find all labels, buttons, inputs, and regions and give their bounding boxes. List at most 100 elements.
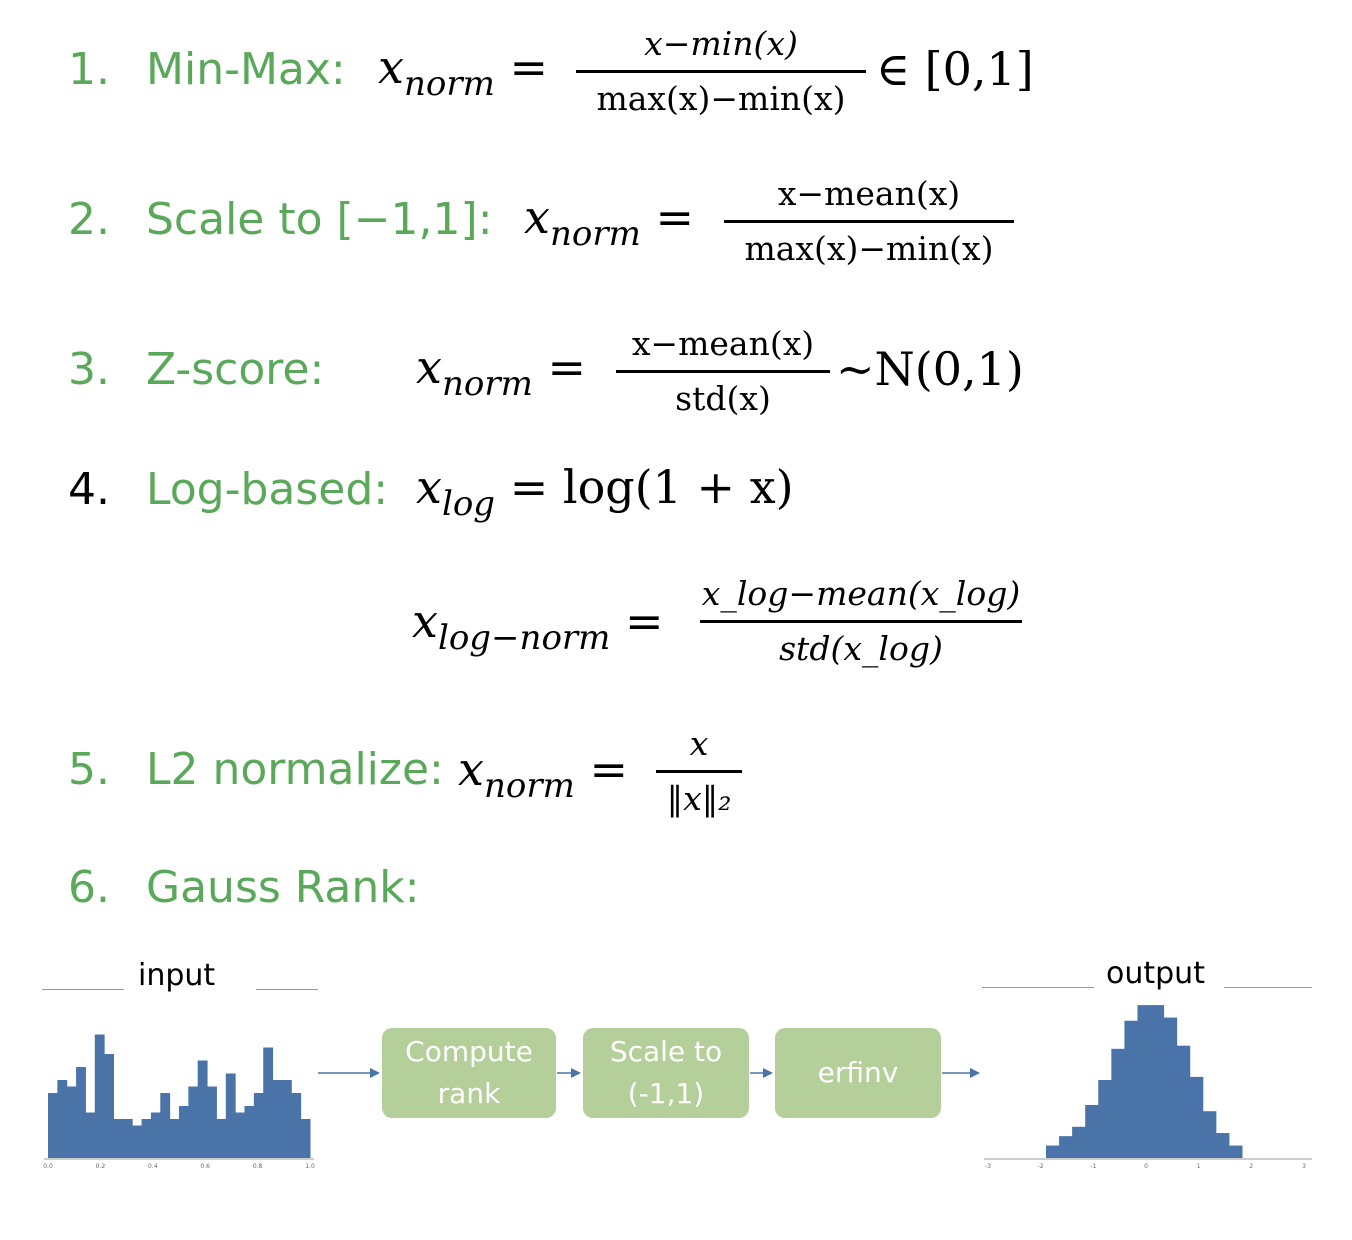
- input-hist-bar: [244, 1106, 255, 1158]
- step-label: erfinv: [817, 1056, 899, 1089]
- formula-lhs: xlog = log(1 + x): [416, 460, 794, 524]
- output-hist-bar: [1150, 1005, 1165, 1158]
- input-hist-bar: [132, 1125, 143, 1158]
- output-tick-label: -3: [985, 1163, 991, 1170]
- input-hist-bar: [188, 1086, 199, 1158]
- item-number: 1.: [68, 44, 110, 95]
- formula-fraction: x−min(x) max(x)−min(x): [576, 22, 866, 121]
- output-hist-bar: [1137, 1005, 1152, 1158]
- step-scale: Scale to(-1,1): [583, 1028, 749, 1118]
- diagram-graphics: 0.0 0.2 0.4 0.6 0.8 1.0 -3 -2 -1 0 1 2 3: [43, 1005, 1312, 1170]
- output-label: output: [1106, 956, 1205, 991]
- input-hist-bar: [122, 1119, 133, 1158]
- output-hist-bar: [1215, 1133, 1230, 1158]
- item-number: 5.: [68, 744, 110, 795]
- formula-row-minmax: 1. Min-Max: xnorm = x−min(x) max(x)−min(…: [0, 24, 1100, 130]
- item-label: Gauss Rank:: [146, 862, 420, 913]
- item-label: Log-based:: [146, 464, 389, 515]
- input-tick-label: 0.6: [200, 1163, 210, 1170]
- output-tick-label: 3: [1302, 1163, 1306, 1170]
- input-tick-label: 0.0: [43, 1163, 53, 1170]
- item-label: Z-score:: [146, 344, 325, 395]
- formula-lhs: xnorm =: [378, 40, 548, 104]
- input-hist-bar: [179, 1106, 189, 1158]
- input-hist-bar: [207, 1086, 217, 1158]
- formula-row-lognorm: xlog−norm = x_log−mean(x_log) std(x_log): [0, 574, 1100, 680]
- input-hist-bar: [150, 1112, 161, 1158]
- item-label: Scale to [−1,1]:: [146, 194, 493, 245]
- formula-row-zscore: 3. Z-score: xnorm = x−mean(x) std(x) ~N(…: [0, 324, 1100, 430]
- input-hist-bar: [281, 1080, 292, 1158]
- formula-row-l2: 5. L2 normalize: xnorm = x ‖x‖₂: [0, 724, 1100, 830]
- item-number: 6.: [68, 862, 110, 913]
- input-rule-left: [42, 989, 124, 990]
- input-tick-label: 0.8: [253, 1163, 263, 1170]
- output-tick-label: -2: [1038, 1163, 1044, 1170]
- output-hist-bar: [1072, 1126, 1086, 1158]
- item-number: 4.: [68, 464, 110, 515]
- input-tick-label: 0.2: [96, 1163, 106, 1170]
- output-hist-bar: [1111, 1048, 1125, 1158]
- input-hist-bar: [85, 1112, 96, 1158]
- input-hist-bar: [66, 1086, 77, 1158]
- formula-lhs: xnorm =: [458, 742, 628, 806]
- input-hist-bar: [169, 1119, 180, 1158]
- flow-arrow-head: [970, 1068, 980, 1078]
- input-hist-bar: [48, 1093, 58, 1158]
- output-rule-right: [1224, 987, 1312, 988]
- formula-lhs: xlog−norm =: [412, 594, 664, 658]
- formula-fraction: x_log−mean(x_log) std(x_log): [700, 574, 1022, 668]
- input-hist-bar: [141, 1119, 152, 1158]
- step-label: Scale to(-1,1): [609, 1035, 723, 1110]
- output-hist-bar: [1163, 1017, 1178, 1158]
- item-label: L2 normalize:: [146, 744, 444, 795]
- flow-arrow-head: [763, 1068, 773, 1078]
- input-hist-bar: [235, 1112, 245, 1158]
- output-hist-bar: [1202, 1111, 1217, 1158]
- input-rule-right: [256, 989, 318, 990]
- input-label: input: [138, 958, 216, 993]
- input-hist-bar: [104, 1054, 114, 1158]
- formula-lhs: xnorm =: [416, 340, 586, 404]
- output-tick-label: 2: [1249, 1163, 1253, 1170]
- output-rule-left: [982, 987, 1094, 988]
- output-tick-label: -1: [1090, 1163, 1096, 1170]
- input-hist-bar: [197, 1060, 208, 1158]
- output-hist-bar: [1228, 1145, 1243, 1158]
- formula-lhs: xnorm =: [524, 190, 694, 254]
- input-hist-bar: [225, 1073, 236, 1158]
- formula-row-log: 4. Log-based: xlog = log(1 + x): [0, 450, 1100, 550]
- gauss-rank-diagram: input output 0.0 0.2 0.4 0.6 0.8 1.0 -3 -2 -1 0 1 2…: [0, 950, 1352, 1190]
- input-hist-bar: [216, 1119, 227, 1158]
- output-tick-label: 0: [1144, 1163, 1148, 1170]
- formula-fraction: x−mean(x) max(x)−min(x): [724, 172, 1014, 271]
- input-tick-label: 0.4: [148, 1163, 158, 1170]
- input-hist-bar: [300, 1119, 311, 1158]
- formula-fraction: x−mean(x) std(x): [616, 322, 830, 421]
- item-label: Min-Max:: [146, 44, 346, 95]
- input-hist-bar: [94, 1034, 105, 1158]
- formula-tail: ∈ [0,1]: [876, 42, 1034, 96]
- formula-row-gaussrank: 6. Gauss Rank:: [0, 856, 1100, 956]
- item-number: 3.: [68, 344, 110, 395]
- formula-fraction: x ‖x‖₂: [656, 722, 742, 821]
- output-hist-bar: [1059, 1136, 1073, 1158]
- output-hist-bar: [1046, 1145, 1060, 1158]
- input-hist-bar: [253, 1093, 264, 1158]
- input-hist-bar: [113, 1119, 124, 1158]
- input-hist-bar: [76, 1067, 86, 1158]
- item-number: 2.: [68, 194, 110, 245]
- input-hist-bar: [291, 1093, 302, 1158]
- output-hist-bar: [1098, 1080, 1112, 1158]
- input-tick-label: 1.0: [305, 1163, 315, 1170]
- output-hist-bar: [1085, 1104, 1099, 1158]
- input-hist-bar: [272, 1080, 283, 1158]
- input-hist-bar: [57, 1080, 68, 1158]
- output-hist-bar: [1189, 1076, 1204, 1158]
- input-hist-bar: [160, 1093, 171, 1158]
- input-hist-bar: [263, 1047, 274, 1158]
- output-tick-label: 1: [1197, 1163, 1201, 1170]
- step-erfinv: erfinv: [775, 1028, 941, 1118]
